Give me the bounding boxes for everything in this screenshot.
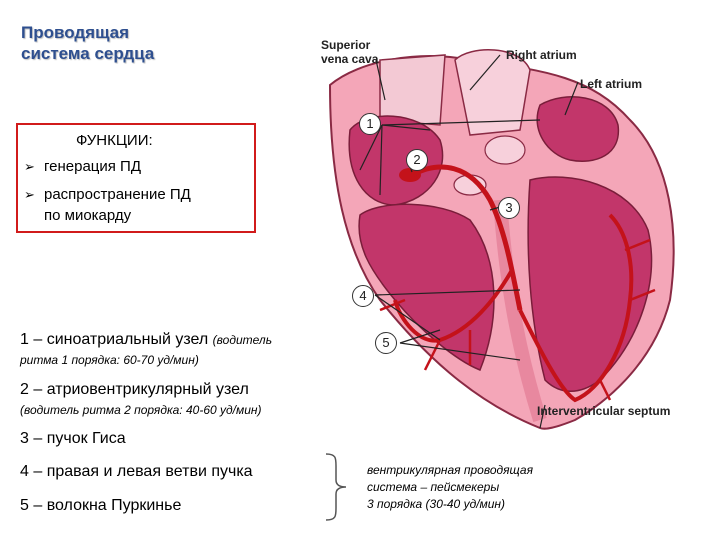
callout-4: 4 — [352, 285, 374, 307]
legend-item-4: 4 – правая и левая ветви пучка — [20, 463, 253, 480]
left-atrium-chamber — [536, 96, 620, 162]
superior-vena-cava — [379, 54, 446, 126]
callout-5: 5 — [375, 332, 397, 354]
arrow-bullet-icon: ➢ — [24, 187, 35, 202]
function-item-2-text: распространение ПД — [44, 186, 191, 203]
aorta — [454, 49, 531, 136]
functions-heading: ФУНКЦИИ: — [76, 132, 153, 149]
right-atrium-chamber — [348, 115, 444, 206]
callout-1: 1 — [359, 113, 381, 135]
right-bundle-branch — [393, 269, 514, 343]
legend-item-1-main: 1 – синоатриальный узел — [20, 331, 209, 348]
left-bundle-branch — [518, 213, 634, 403]
function-item-1: ➢ генерация ПД — [24, 157, 141, 176]
legend-item-2-sub: (водитель ритма 2 порядка: 40-60 уд/мин) — [20, 403, 262, 417]
purkinje-6 — [379, 298, 406, 312]
title-line-1: Проводящая — [21, 23, 130, 42]
arrow-bullet-icon: ➢ — [24, 159, 35, 174]
label-superior-vena-cava-1: Superior — [321, 38, 371, 52]
legend-item-1: 1 – синоатриальный узел (водитель — [20, 331, 272, 349]
note-line-3: 3 порядка (30-40 уд/мин) — [367, 497, 506, 511]
callout-2: 2 — [406, 149, 428, 171]
callout-3: 3 — [498, 197, 520, 219]
purkinje-1 — [423, 339, 442, 371]
legend-item-1-sub: ритма 1 порядка: 60-70 уд/мин) — [20, 353, 199, 367]
his-bundle — [410, 164, 523, 311]
legend-item-3: 3 – пучок Гиса — [20, 430, 126, 447]
label-superior-vena-cava-2: vena cava — [321, 52, 379, 66]
label-right-atrium: Right atrium — [506, 48, 577, 62]
function-item-2: ➢ распространение ПД — [24, 185, 191, 204]
note-line-2: система – пейсмекеры — [367, 480, 500, 494]
legend-item-1-paren: (водитель — [212, 333, 272, 347]
legend-item-5: 5 – волокна Пуркинье — [20, 497, 182, 514]
note-line-1: вентрикулярная проводящая — [367, 463, 533, 477]
function-item-2-continued: по миокарду — [44, 207, 132, 224]
title-line-2: система сердца — [21, 44, 155, 63]
functions-box: ФУНКЦИИ: ➢ генерация ПД ➢ распространение … — [16, 123, 256, 233]
function-item-1-text: генерация ПД — [44, 158, 141, 175]
pacemaker-note: вентрикулярная проводящая система – пейс… — [367, 462, 533, 513]
page-title: Проводящая система сердца — [21, 22, 154, 64]
legend-item-2: 2 – атриовентрикулярный узел — [20, 381, 249, 398]
purkinje-4 — [629, 288, 656, 302]
purkinje-3 — [598, 379, 612, 401]
label-left-atrium: Left atrium — [580, 77, 643, 91]
valve-1 — [484, 135, 526, 165]
brace-icon — [325, 453, 347, 521]
label-interventricular-septum: Interventricular septum — [537, 404, 671, 418]
purkinje-5 — [624, 238, 651, 252]
